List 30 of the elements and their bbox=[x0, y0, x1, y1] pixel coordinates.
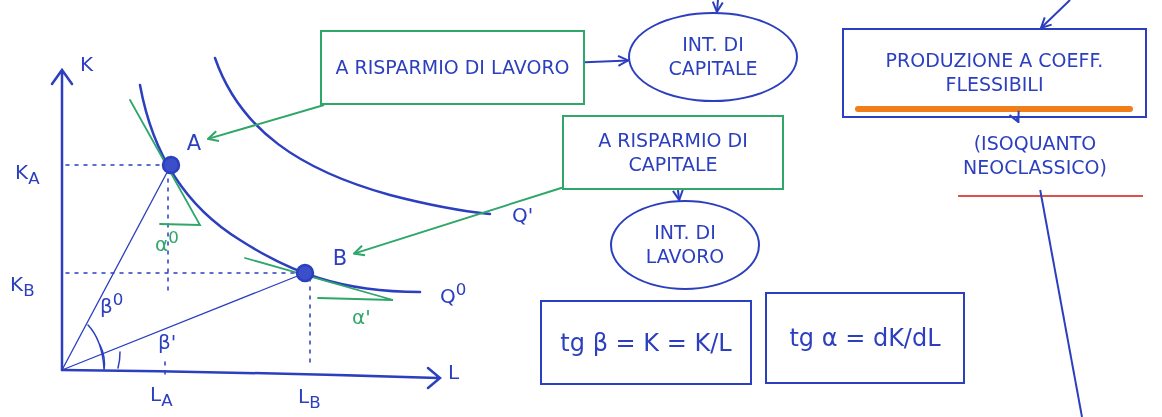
axis-tick-label: L$_{A}$ bbox=[150, 382, 173, 410]
angle-label: α' bbox=[352, 305, 371, 329]
angle-label: β' bbox=[158, 330, 177, 354]
axis-label: K bbox=[80, 52, 94, 76]
arrow bbox=[1040, 0, 1071, 29]
arrow bbox=[353, 186, 563, 257]
axis-label: L bbox=[448, 360, 460, 384]
arrow bbox=[207, 104, 326, 142]
text-box: A RISPARMIO DI LAVORO bbox=[320, 30, 585, 105]
arrow bbox=[1008, 109, 1020, 123]
arrow bbox=[584, 54, 630, 67]
point-label: A bbox=[180, 128, 208, 158]
text-box: PRODUZIONE A COEFF. FLESSIBILI bbox=[842, 28, 1147, 118]
arrow bbox=[711, 0, 724, 13]
curve-label: Q$^{0}$ bbox=[440, 280, 467, 308]
connector-line bbox=[1039, 189, 1083, 417]
axis-tick-label: K$_{A}$ bbox=[15, 160, 40, 188]
curve-label: Q' bbox=[512, 203, 534, 227]
axis-tick-label: K$_{B}$ bbox=[10, 272, 35, 300]
note-text: (ISOQUANTO NEOCLASSICO) bbox=[915, 122, 1155, 190]
angle-label: β$^{0}$ bbox=[100, 290, 124, 318]
formula-box: tg β = K = K/L bbox=[540, 300, 752, 385]
axis-tick-label: L$_{B}$ bbox=[298, 384, 321, 412]
point-label: B bbox=[326, 243, 354, 273]
formula-box: tg α = dK/dL bbox=[765, 292, 965, 384]
angle-label: α$^{0}$ bbox=[155, 228, 179, 256]
ellipse-node: INT. DI LAVORO bbox=[610, 200, 760, 290]
ellipse-node: INT. DI CAPITALE bbox=[628, 12, 798, 102]
text-box: A RISPARMIO DI CAPITALE bbox=[562, 115, 784, 190]
arrow bbox=[671, 188, 684, 202]
